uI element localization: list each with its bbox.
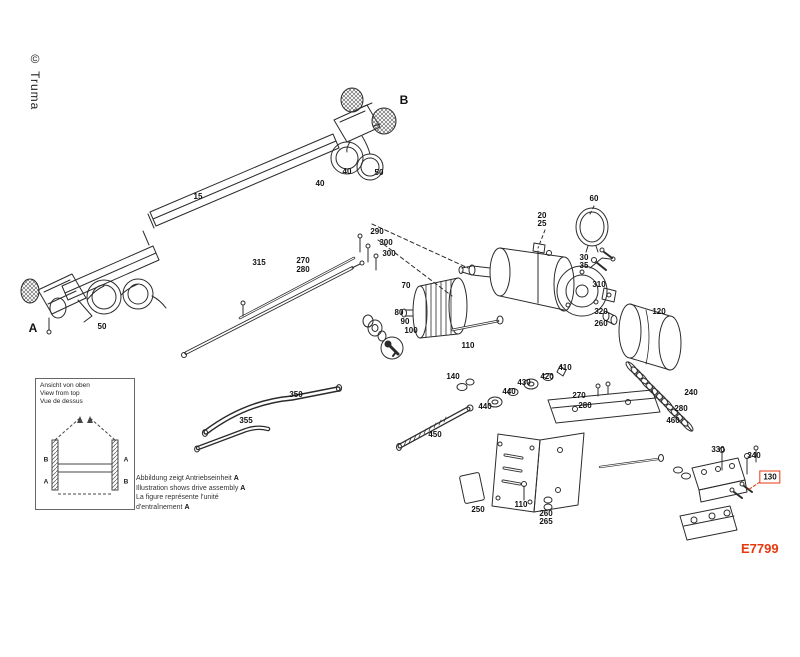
inset-corner-label-0: B (43, 456, 49, 464)
highlighted-part-label: 130 (759, 470, 781, 484)
part-label-140: 140 (446, 372, 460, 381)
part-label-40: 40 (315, 179, 325, 188)
rail-assembly (61, 133, 340, 301)
part-label-110: 110 (514, 500, 528, 509)
tension-spring (625, 361, 694, 432)
part-label-430: 430 (517, 378, 531, 387)
part-label-100: 100 (404, 326, 418, 335)
part-label-315: 315 (252, 258, 266, 267)
drawing-code: E7799 (741, 541, 779, 556)
part-label-440: 440 (502, 387, 516, 396)
part-label-35: 35 (579, 261, 589, 270)
assembly-label-B: B (399, 93, 409, 107)
caption-line-en: Illustration shows drive assembly A (136, 484, 246, 492)
caption-line-fr1: La figure représente l'unité (136, 494, 219, 501)
cross-beam (547, 381, 664, 469)
part-label-90: 90 (400, 317, 410, 326)
part-label-290: 290 (370, 227, 384, 236)
part-label-300: 300 (379, 238, 393, 247)
inset-top-view-drawing: B A A B (40, 408, 130, 500)
part-label-350: 350 (289, 390, 303, 399)
inset-view-box: Ansicht von oben View from top Vue de de… (35, 378, 135, 510)
figure-caption: Abbildung zeigt Antriebseinheit A Illust… (136, 474, 306, 512)
inset-title-de: Ansicht von oben (40, 382, 90, 389)
inset-corner-label-3: B (123, 478, 129, 486)
part-label-110: 110 (461, 341, 475, 350)
washers-and-key (362, 314, 404, 360)
part-label-460: 460 (666, 416, 680, 425)
part-label-270: 270 (296, 256, 310, 265)
part-label-15: 15 (193, 192, 203, 201)
tie-rods (181, 233, 379, 358)
part-label-340: 340 (747, 451, 761, 460)
part-label-40: 40 (342, 167, 352, 176)
inset-title-en: View from top (40, 390, 80, 397)
part-label-60: 60 (589, 194, 599, 203)
idle-roller (618, 303, 682, 371)
drive-roller (401, 277, 468, 339)
threaded-spindle (396, 404, 474, 451)
inset-corner-label-1: A (43, 478, 49, 486)
leader-lines (371, 205, 595, 297)
inset-title-fr: Vue de dessus (40, 398, 83, 405)
part-label-330: 330 (711, 445, 725, 454)
part-label-120: 120 (652, 307, 666, 316)
assembly-label-A: A (28, 321, 38, 335)
part-label-265: 265 (539, 517, 553, 526)
part-label-320: 320 (594, 307, 608, 316)
part-label-240: 240 (684, 388, 698, 397)
drive-end-b (330, 87, 397, 181)
part-label-280: 280 (674, 404, 688, 413)
mounting-bracket (459, 432, 585, 513)
part-label-310: 310 (592, 280, 606, 289)
caption-line-fr2: d'entraînement A (136, 503, 190, 511)
part-label-440: 440 (478, 402, 492, 411)
copyright-notice: © Truma (28, 52, 42, 111)
motor-screws (591, 247, 618, 325)
part-label-80: 80 (394, 308, 404, 317)
bolt-110 (450, 315, 504, 332)
part-label-270: 270 (572, 391, 586, 400)
bent-rods (194, 384, 343, 453)
motor-assembly (458, 242, 616, 317)
corner-bracket (673, 445, 761, 541)
part-label-260: 260 (539, 509, 553, 518)
part-label-280: 280 (296, 265, 310, 274)
inset-drawing-svg (51, 416, 119, 495)
part-label-50: 50 (97, 322, 107, 331)
part-label-450: 450 (428, 430, 442, 439)
part-label-300: 300 (382, 249, 396, 258)
drive-end-a (20, 273, 167, 335)
part-label-410: 410 (558, 363, 572, 372)
part-label-280: 280 (578, 401, 592, 410)
clamp-ring (575, 207, 609, 253)
part-label-260: 260 (594, 319, 608, 328)
inset-corner-label-2: A (123, 456, 129, 464)
part-label-420: 420 (540, 372, 554, 381)
part-label-25: 25 (537, 219, 547, 228)
caption-line-de: Abbildung zeigt Antriebseinheit A (136, 475, 239, 482)
part-label-50: 50 (374, 168, 384, 177)
part-label-355: 355 (239, 416, 253, 425)
part-label-250: 250 (471, 505, 485, 514)
part-label-20: 20 (537, 211, 547, 220)
washer-cascade (456, 365, 567, 408)
part-label-30: 30 (579, 253, 589, 262)
part-label-70: 70 (401, 281, 411, 290)
